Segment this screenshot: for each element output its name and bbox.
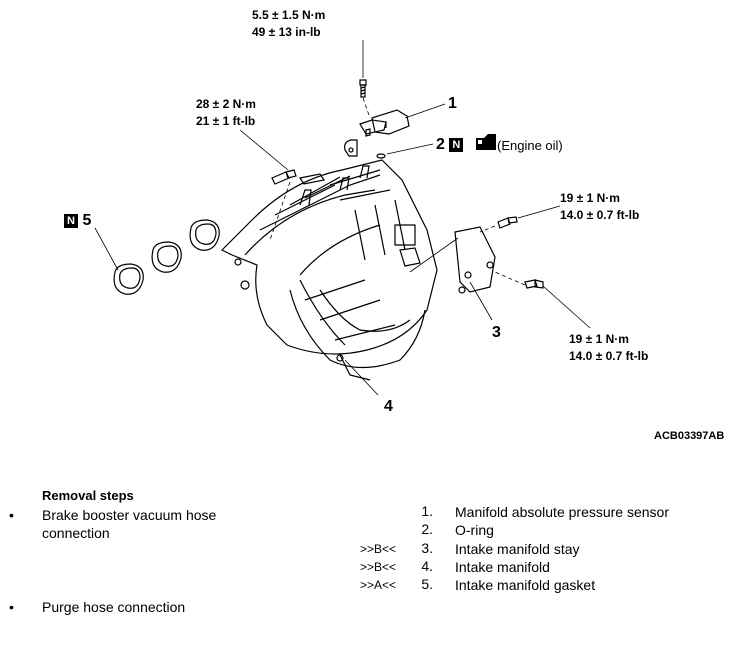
step-name: Intake manifold gasket xyxy=(455,577,596,593)
bullet-text: connection xyxy=(42,525,110,541)
o-ring xyxy=(376,153,386,159)
step-number: 1. xyxy=(421,503,433,519)
intake-manifold xyxy=(220,159,438,381)
step-name: Intake manifold xyxy=(455,559,550,575)
torque-label-right-bottom: 19 ± 1 N·m 14.0 ± 0.7 ft-lb xyxy=(569,332,649,363)
oil-can-icon xyxy=(476,134,496,150)
step-ref: >>A<< xyxy=(359,578,396,592)
callout-4: 4 xyxy=(384,398,393,415)
torque-label-right-top: 19 ± 1 N·m 14.0 ± 0.7 ft-lb xyxy=(560,191,640,222)
bullet-icon: • xyxy=(9,599,14,615)
torque-label-left: 28 ± 2 N·m 21 ± 1 ft-lb xyxy=(196,97,256,128)
vacuum-fitting xyxy=(344,139,358,157)
stay-bolt-lower xyxy=(524,279,544,289)
step-name: Intake manifold stay xyxy=(455,541,580,557)
step-number: 3. xyxy=(421,540,433,556)
map-sensor-bolt xyxy=(359,79,367,98)
non-reusable-badge: N xyxy=(64,213,78,228)
engine-oil-label: (Engine oil) xyxy=(497,138,563,153)
map-sensor xyxy=(359,109,410,137)
step-name: Manifold absolute pressure sensor xyxy=(455,504,670,520)
step-number: 5. xyxy=(421,576,433,592)
callout-3: 3 xyxy=(492,324,501,341)
figure-code: ACB03397AB xyxy=(654,430,725,442)
step-ref: >>B<< xyxy=(359,542,396,556)
bullet-icon: • xyxy=(9,507,14,523)
manifold-bolt-left xyxy=(271,169,297,185)
stay-bolt-upper xyxy=(497,216,518,229)
callout-5: N 5 xyxy=(64,212,91,230)
intake-manifold-diagram xyxy=(94,40,591,396)
bullet-text: Purge hose connection xyxy=(42,599,186,615)
removal-steps-title: Removal steps xyxy=(42,488,134,503)
non-reusable-badge: N xyxy=(449,137,464,152)
intake-gaskets xyxy=(113,219,220,295)
intake-manifold-stay xyxy=(454,226,496,294)
torque-label-top: 5.5 ± 1.5 N·m 49 ± 13 in-lb xyxy=(252,8,326,39)
step-number: 4. xyxy=(421,558,433,574)
callout-2: 2 N xyxy=(436,136,464,154)
bullet-text: Brake booster vacuum hose xyxy=(42,507,217,523)
callout-1: 1 xyxy=(448,95,457,112)
step-name: O-ring xyxy=(455,522,494,538)
step-number: 2. xyxy=(421,521,433,537)
step-ref: >>B<< xyxy=(359,560,396,574)
